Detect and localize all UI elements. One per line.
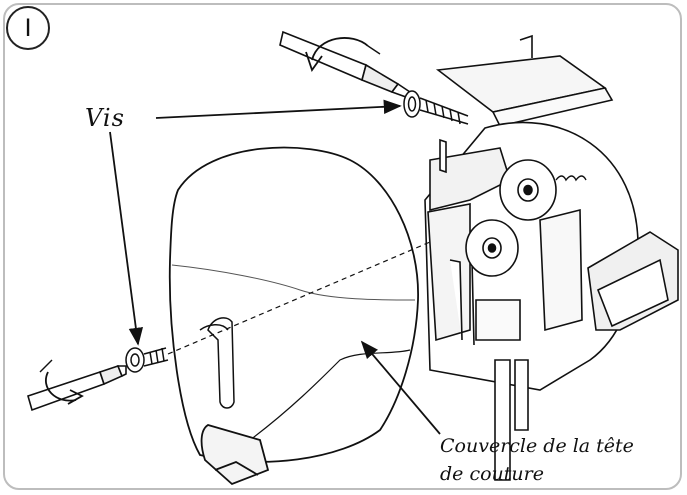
- cover-label-line1: Couvercle de la tête: [440, 435, 634, 457]
- cover-clip: [199, 317, 235, 409]
- cover-leader-arrow: [360, 340, 441, 435]
- alignment-dashed-line: [167, 241, 431, 355]
- step-number: I: [24, 14, 32, 42]
- screw-leader-arrow-lower: [109, 131, 144, 346]
- upper-screw: [403, 90, 469, 125]
- lower-gear-wheel: [465, 219, 519, 277]
- lower-rotation-arrow-icon: [39, 359, 84, 405]
- upper-screwdriver: [279, 30, 412, 98]
- screw-label: Vis: [85, 104, 125, 132]
- head-cover: [168, 146, 419, 486]
- screw-leader-arrow-upper: [155, 99, 402, 119]
- cover-label: Couvercle de la tête de couture: [440, 432, 634, 488]
- lower-screwdriver: [27, 365, 127, 412]
- cover-label-line2: de couture: [440, 463, 544, 485]
- machine-head-body: [424, 34, 679, 481]
- lower-screw: [125, 347, 169, 373]
- step-number-badge: I: [6, 6, 50, 50]
- spring-coil: [555, 175, 587, 182]
- upper-rotation-arrow-icon: [305, 37, 381, 72]
- upper-gear-wheel: [499, 159, 557, 221]
